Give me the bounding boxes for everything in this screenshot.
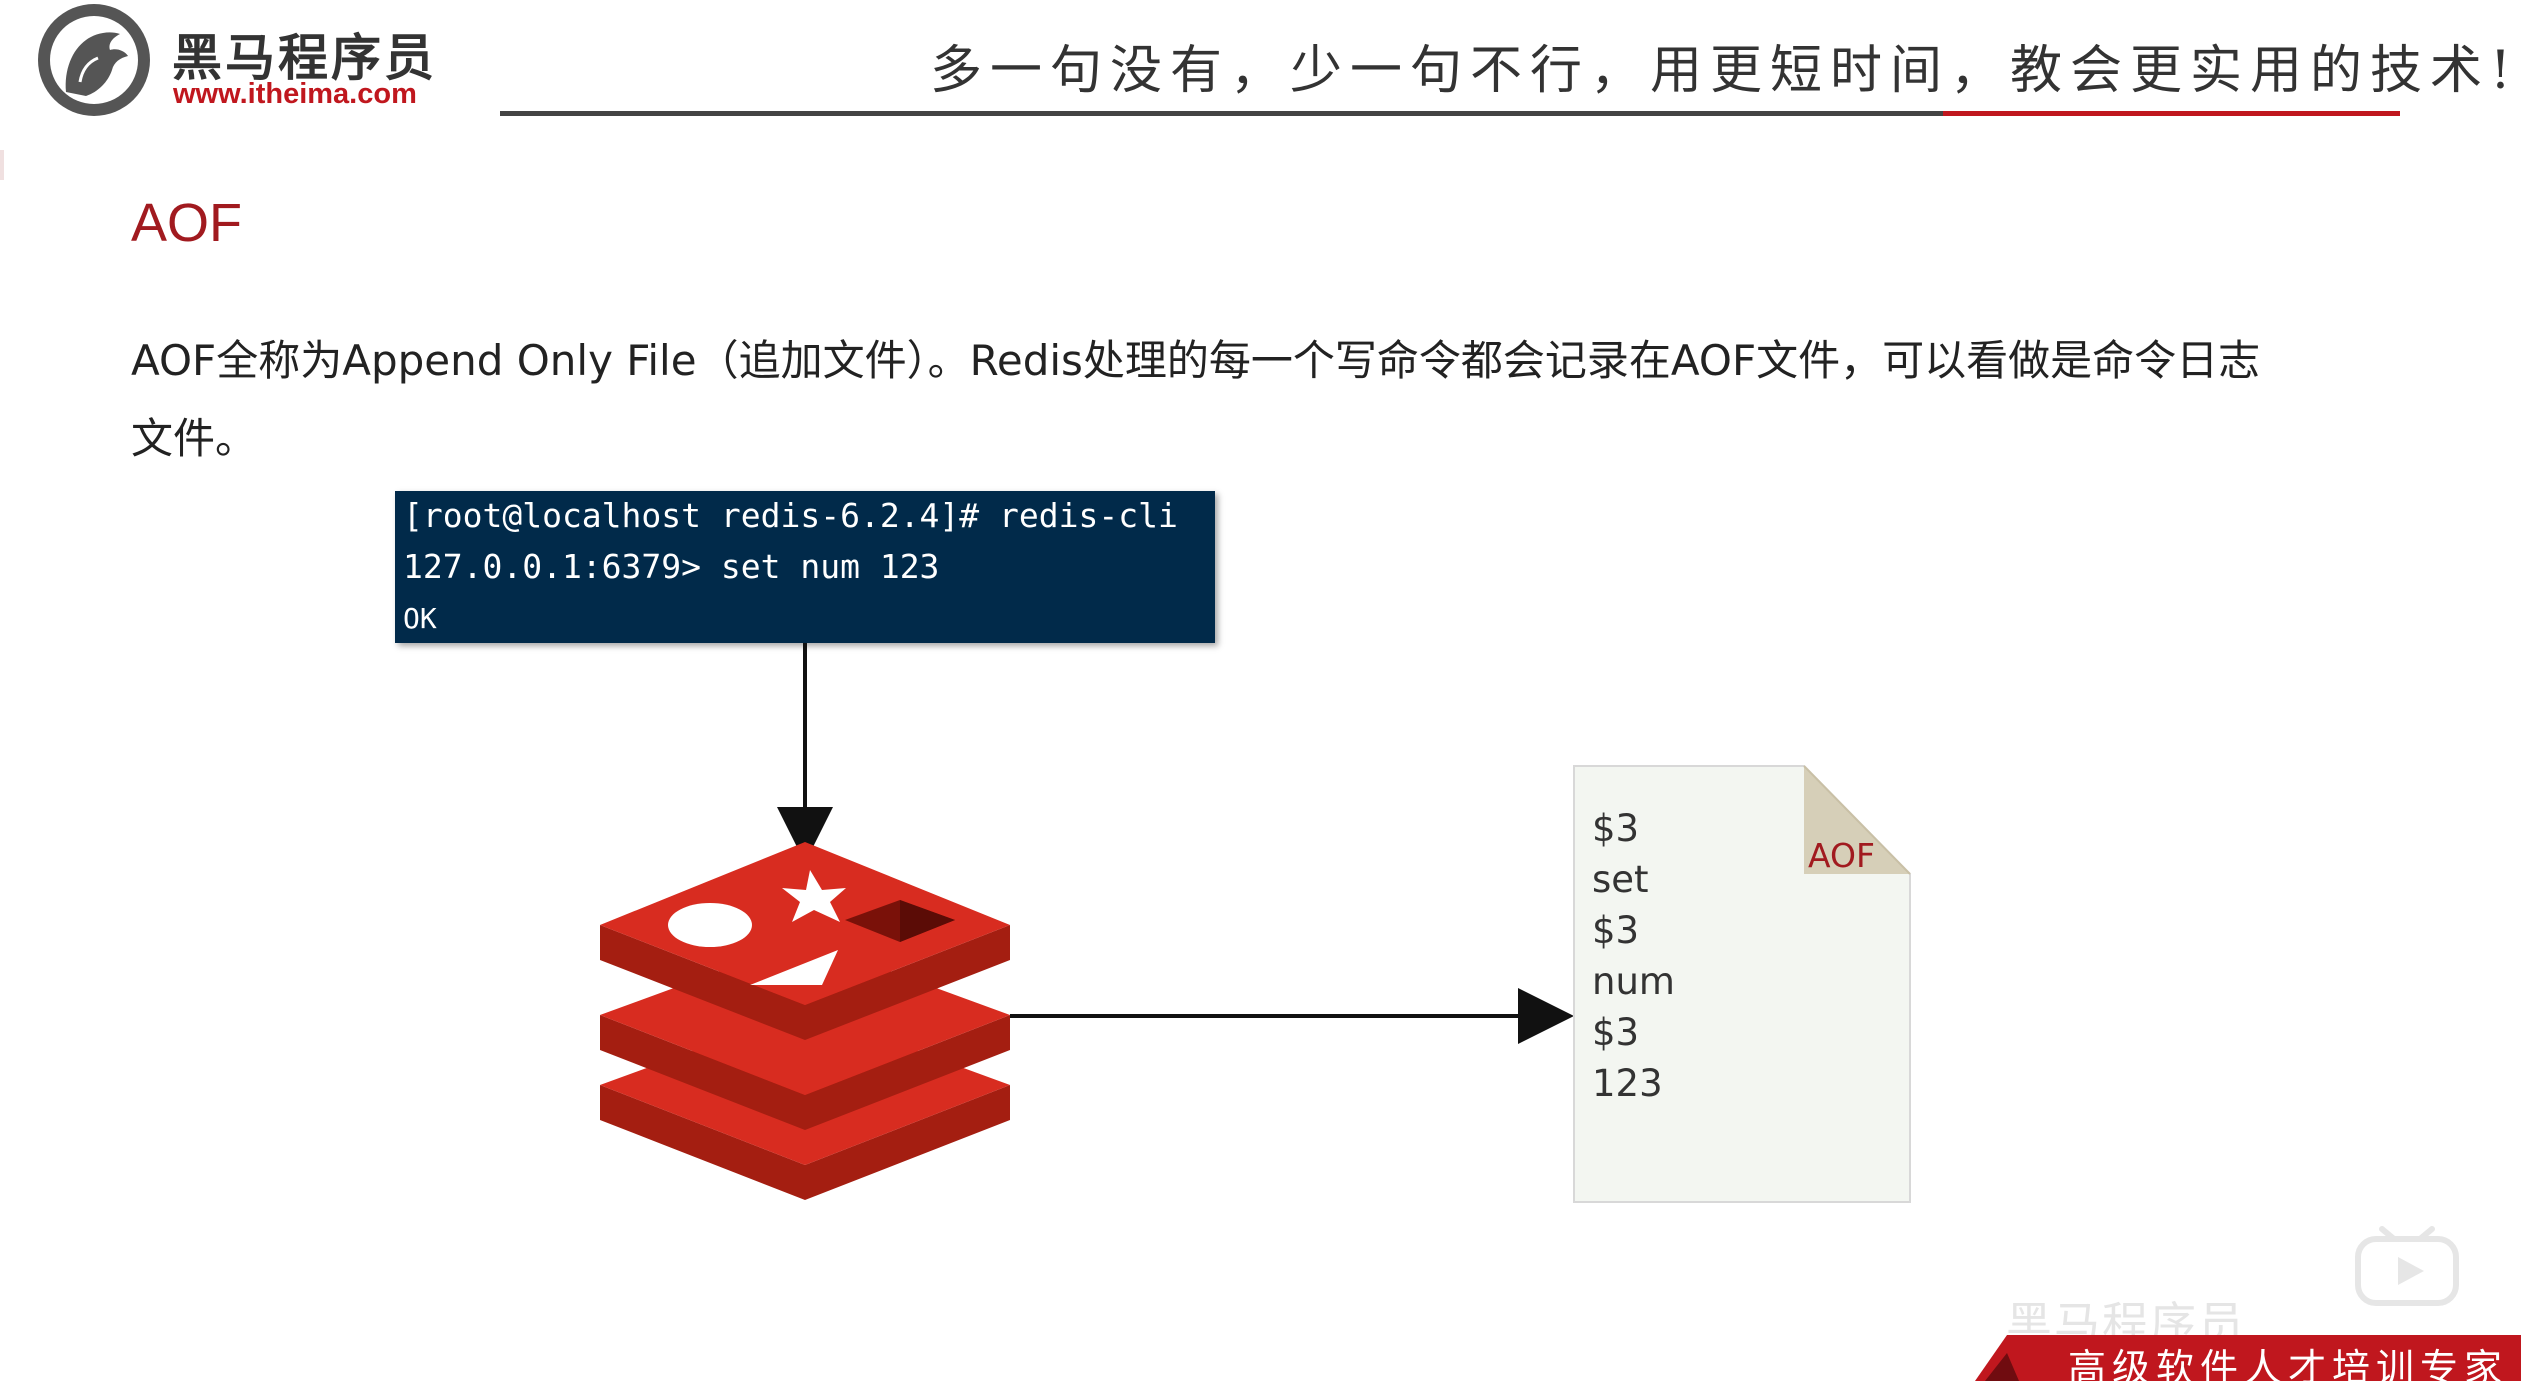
description-line-2: 文件。 [131, 414, 258, 463]
header-slogan: 多一句没有，少一句不行，用更短时间，教会更实用的技术! [930, 41, 2519, 101]
aof-line: num [1592, 960, 1675, 1003]
description-line-1: AOF全称为Append Only File（追加文件）。Redis处理的每一个… [131, 336, 2261, 385]
terminal-line: [root@localhost redis-6.2.4]# redis-cli [403, 496, 1178, 535]
aof-file-icon [1573, 765, 1911, 1203]
terminal-line: OK [403, 602, 437, 635]
itheima-logo-icon [38, 4, 150, 116]
terminal-window: [root@localhost redis-6.2.4]# redis-cli … [395, 491, 1215, 643]
footer-tagline: 高级软件人才培训专家 [2068, 1346, 2509, 1390]
aof-line: 123 [1592, 1062, 1663, 1105]
aof-line: set [1592, 858, 1649, 901]
brand-name: 黑马程序员 [172, 29, 437, 87]
aof-line: $3 [1592, 807, 1640, 850]
aof-line: $3 [1592, 909, 1640, 952]
redis-logo-icon [600, 842, 1010, 1200]
header-divider-accent [1943, 111, 2400, 116]
side-accent [0, 150, 4, 180]
aof-file-label: AOF [1808, 836, 1875, 875]
footer-bar [1975, 1335, 2521, 1381]
aof-line: $3 [1592, 1011, 1640, 1054]
header-divider [500, 111, 2400, 116]
terminal-line: 127.0.0.1:6379> set num 123 [403, 547, 940, 586]
brand-url: www.itheima.com [173, 78, 417, 110]
slide-title: AOF [131, 193, 243, 253]
bilibili-play-icon [2355, 1226, 2459, 1306]
slide-description: AOF全称为Append Only File（追加文件）。Redis处理的每一个… [131, 322, 2311, 478]
